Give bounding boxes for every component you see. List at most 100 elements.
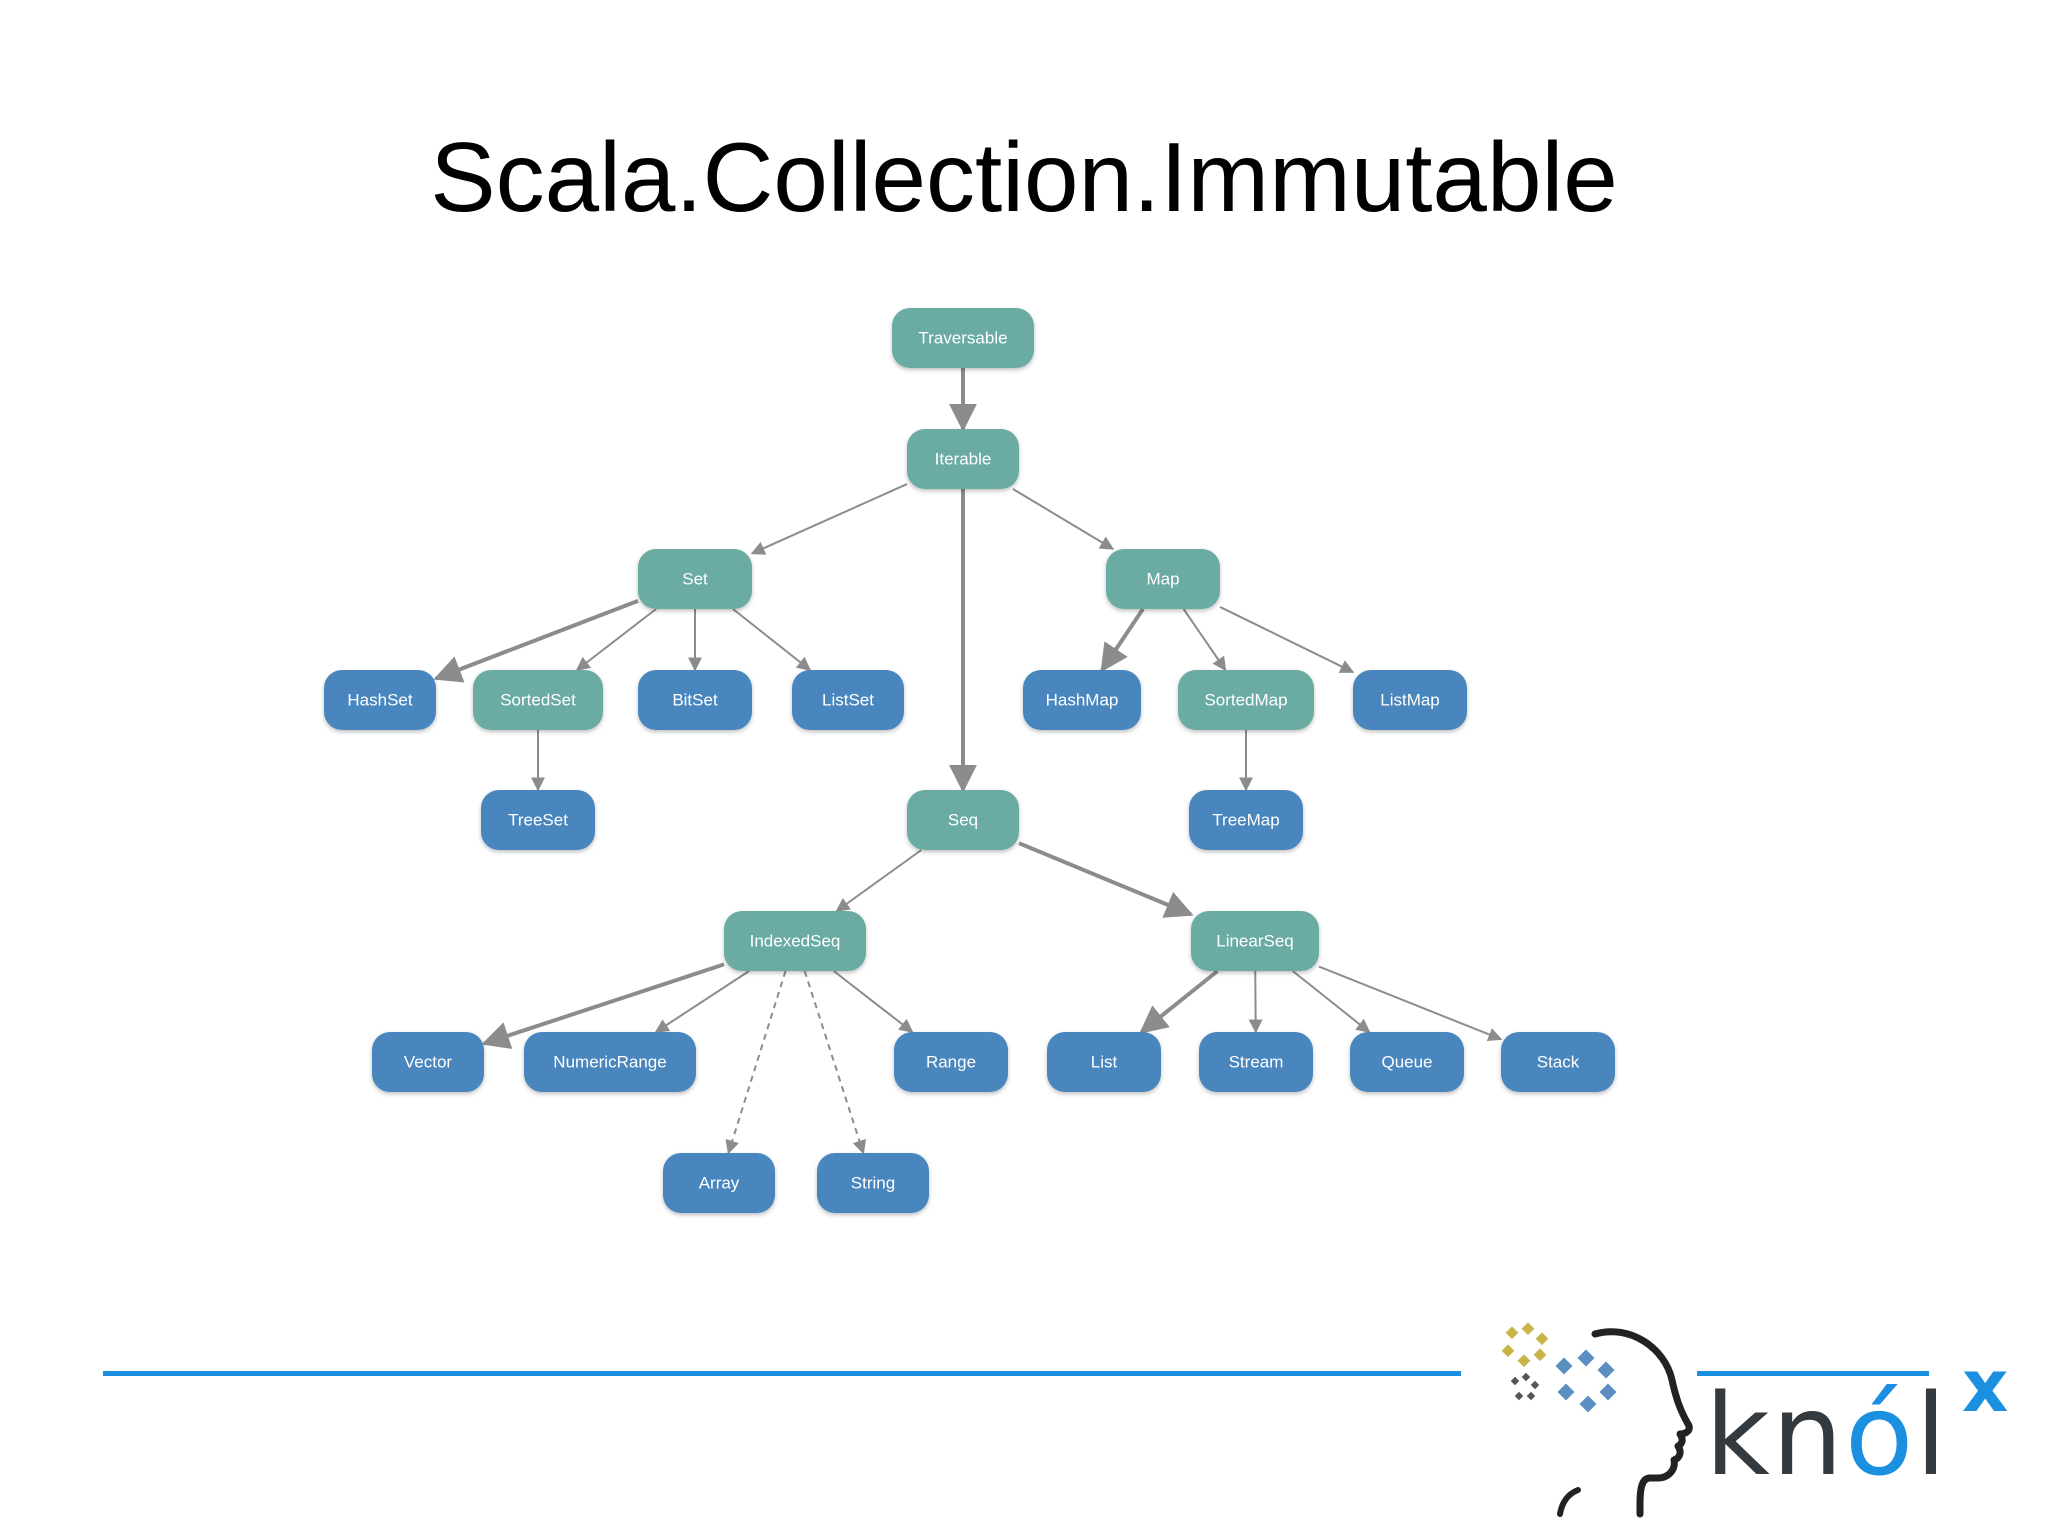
node-box — [663, 1153, 775, 1213]
node-label: Vector — [404, 1053, 453, 1072]
node-label: ListSet — [822, 691, 874, 710]
edge-indexedseq-to-vector — [481, 962, 725, 1049]
node-set: Set — [638, 549, 752, 609]
node-label: Iterable — [935, 450, 992, 469]
dark-gear-icon — [1510, 1372, 1540, 1401]
node-label: TreeSet — [508, 811, 568, 830]
blue-gear-icon — [1555, 1349, 1617, 1413]
node-label: IndexedSeq — [750, 932, 841, 951]
node-box — [907, 790, 1019, 850]
node-box — [1189, 790, 1303, 850]
node-listmap: ListMap — [1353, 670, 1467, 730]
node-treemap: TreeMap — [1189, 790, 1303, 850]
node-box — [324, 670, 436, 730]
edge-set-to-sortedset — [575, 608, 657, 671]
node-label: List — [1091, 1053, 1118, 1072]
edge-iterable-to-set — [750, 483, 908, 555]
footer-divider-left — [103, 1371, 1461, 1376]
node-label: BitSet — [672, 691, 718, 710]
node-box — [1501, 1032, 1615, 1092]
edge-map-to-hashmap — [1100, 607, 1145, 673]
node-iterable: Iterable — [907, 429, 1019, 489]
node-box — [894, 1032, 1008, 1092]
node-box — [638, 549, 752, 609]
node-indexedseq: IndexedSeq — [724, 911, 866, 971]
node-label: HashMap — [1046, 691, 1119, 710]
node-sortedmap: SortedMap — [1178, 670, 1314, 730]
node-label: Map — [1146, 570, 1179, 589]
edge-map-to-listmap — [1219, 606, 1355, 673]
node-box — [1178, 670, 1314, 730]
node-label: SortedMap — [1204, 691, 1287, 710]
edge-seq-to-indexedseq — [835, 849, 922, 912]
node-label: HashSet — [347, 691, 412, 710]
node-stream: Stream — [1199, 1032, 1313, 1092]
node-map: Map — [1106, 549, 1220, 609]
node-sortedset: SortedSet — [473, 670, 603, 730]
edge-linearseq-to-queue — [1292, 970, 1371, 1033]
node-box — [638, 670, 752, 730]
node-box — [524, 1032, 696, 1092]
edge-seq-to-linearseq — [1018, 841, 1194, 918]
node-label: SortedSet — [500, 691, 576, 710]
node-hashset: HashSet — [324, 670, 436, 730]
node-label: LinearSeq — [1216, 932, 1294, 951]
node-box — [1191, 911, 1319, 971]
edge-map-to-sortedmap — [1182, 608, 1227, 672]
edge-linearseq-to-stream — [1248, 970, 1263, 1034]
knolx-logo-mark — [1501, 1322, 1693, 1518]
node-label: String — [851, 1174, 895, 1193]
node-linearseq: LinearSeq — [1191, 911, 1319, 971]
knolx-logo-superscript: x — [1962, 1344, 2009, 1428]
edge-set-to-hashset — [433, 599, 639, 683]
node-stack: Stack — [1501, 1032, 1615, 1092]
node-label: TreeMap — [1212, 811, 1279, 830]
node-box — [481, 790, 595, 850]
node-range: Range — [894, 1032, 1008, 1092]
node-numericrange: NumericRange — [524, 1032, 696, 1092]
node-box — [1350, 1032, 1464, 1092]
gold-gear-icon — [1501, 1322, 1549, 1368]
edges-layer — [433, 368, 1503, 1155]
edge-set-to-listset — [732, 608, 812, 671]
node-label: Stream — [1229, 1053, 1284, 1072]
node-label: NumericRange — [553, 1053, 666, 1072]
slide-title: Scala.Collection.Immutable — [430, 122, 1618, 232]
node-label: Traversable — [918, 329, 1007, 348]
node-box — [892, 308, 1034, 368]
knolx-logo-text: knól — [1705, 1371, 1949, 1501]
node-box — [907, 429, 1019, 489]
node-bitset: BitSet — [638, 670, 752, 730]
node-label: Stack — [1537, 1053, 1580, 1072]
node-queue: Queue — [1350, 1032, 1464, 1092]
node-box — [724, 911, 866, 971]
edge-indexedseq-to-string — [803, 970, 867, 1155]
node-label: Array — [699, 1174, 740, 1193]
node-box — [1047, 1032, 1161, 1092]
node-hashmap: HashMap — [1023, 670, 1141, 730]
edge-indexedseq-to-range — [833, 970, 914, 1033]
node-string: String — [817, 1153, 929, 1213]
node-box — [473, 670, 603, 730]
node-vector: Vector — [372, 1032, 484, 1092]
node-box — [817, 1153, 929, 1213]
edge-linearseq-to-list — [1139, 969, 1219, 1034]
edge-indexedseq-to-array — [725, 970, 787, 1155]
node-label: ListMap — [1380, 691, 1440, 710]
node-traversable: Traversable — [892, 308, 1034, 368]
node-list: List — [1047, 1032, 1161, 1092]
node-box — [1023, 670, 1141, 730]
node-box — [1106, 549, 1220, 609]
node-box — [1353, 670, 1467, 730]
head-profile-icon — [1591, 1328, 1693, 1518]
node-array: Array — [663, 1153, 775, 1213]
edge-linearseq-to-stack — [1318, 965, 1503, 1042]
node-treeset: TreeSet — [481, 790, 595, 850]
node-label: Queue — [1381, 1053, 1432, 1072]
node-label: Range — [926, 1053, 976, 1072]
node-box — [1199, 1032, 1313, 1092]
node-label: Seq — [948, 811, 978, 830]
footer-divider-right — [1697, 1371, 1929, 1376]
